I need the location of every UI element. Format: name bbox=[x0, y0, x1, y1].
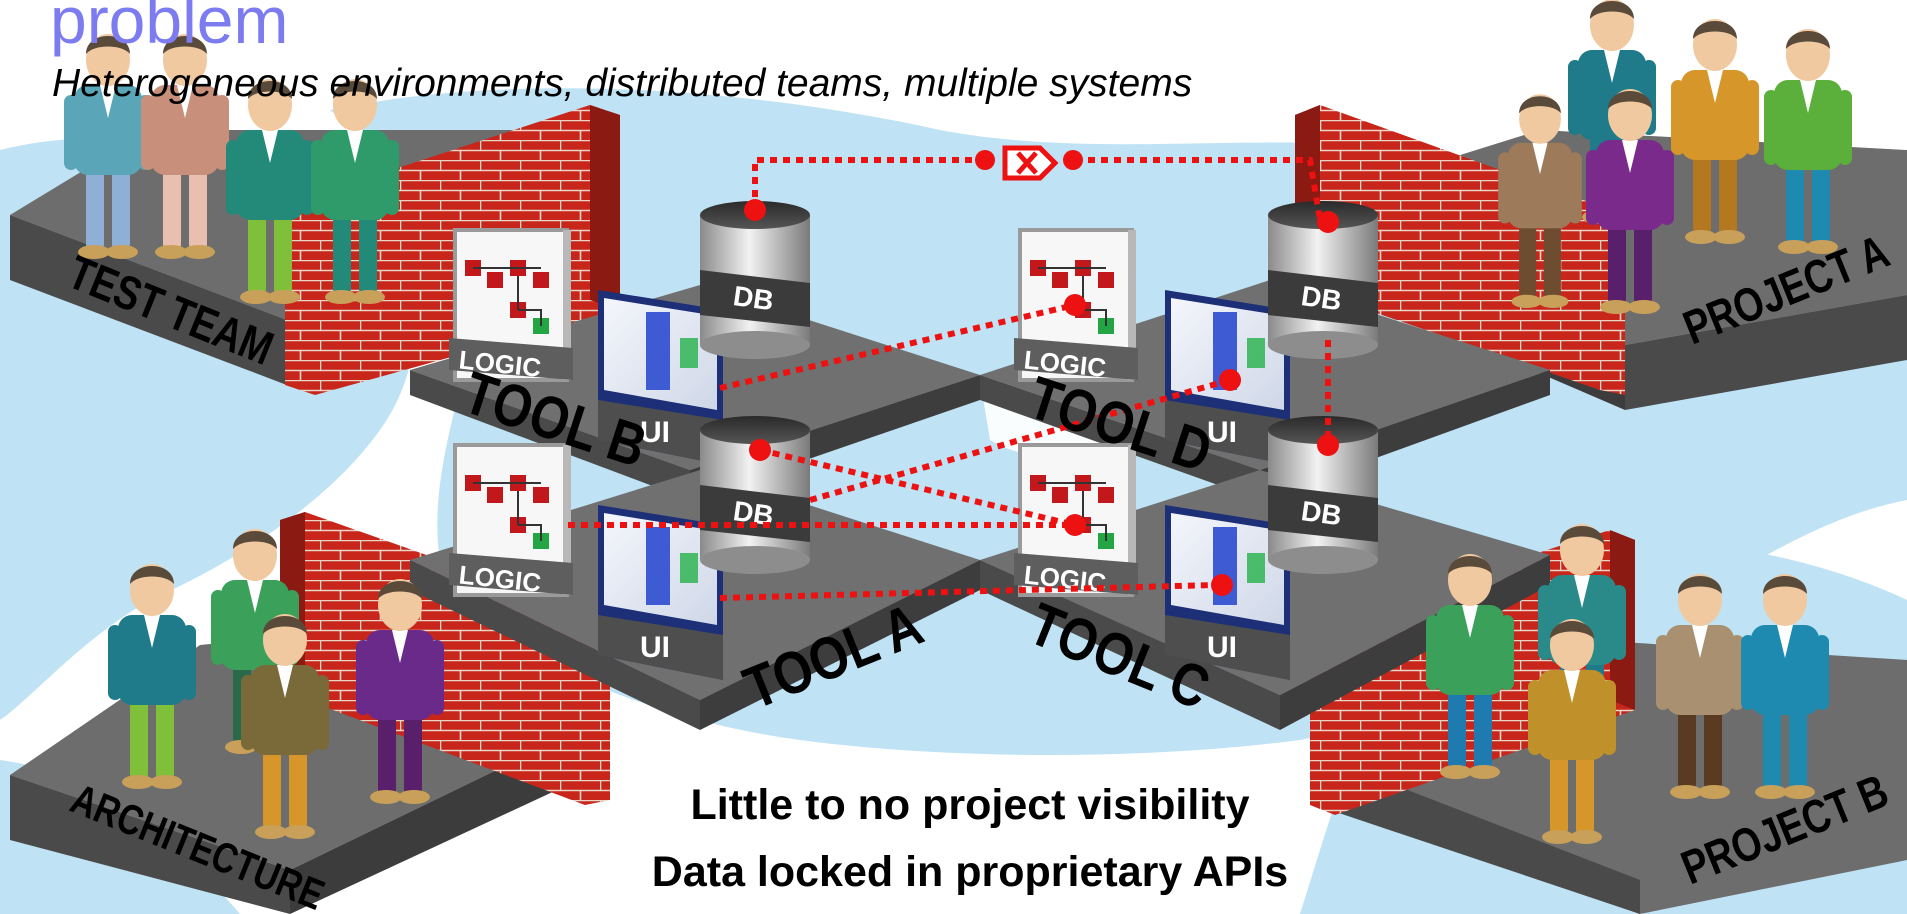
person-figure bbox=[108, 564, 196, 789]
page-subtitle: Heterogeneous environments, distributed … bbox=[52, 62, 1193, 105]
db-cylinder: DB bbox=[1268, 201, 1378, 359]
tool-a-components: LOGIC UI DB bbox=[449, 416, 810, 680]
person-figure bbox=[1741, 574, 1829, 799]
team-platform-project-a bbox=[1295, 105, 1907, 410]
ui-screen: UI bbox=[598, 290, 723, 465]
person-figure bbox=[1498, 94, 1582, 309]
db-cylinder: DB bbox=[700, 416, 810, 574]
person-figure bbox=[1656, 574, 1744, 799]
person-figure bbox=[1671, 19, 1759, 244]
ui-label: UI bbox=[640, 631, 670, 664]
broken-link-icon bbox=[1002, 145, 1059, 181]
db-label: DB bbox=[731, 280, 775, 316]
person-figure bbox=[1764, 29, 1852, 254]
ui-label: UI bbox=[1207, 416, 1237, 449]
brick-wall bbox=[1295, 105, 1625, 395]
person-figure bbox=[141, 34, 229, 259]
db-label: DB bbox=[1299, 495, 1343, 531]
logic-board: LOGIC bbox=[449, 228, 573, 383]
person-figure bbox=[311, 79, 399, 304]
person-figure bbox=[226, 79, 314, 304]
person-figure bbox=[1528, 619, 1616, 844]
person-figure bbox=[1426, 554, 1514, 779]
person-figure bbox=[241, 614, 329, 839]
ui-label: UI bbox=[640, 416, 670, 449]
caption-locked-data: Data locked in proprietary APIs bbox=[651, 848, 1289, 896]
connector-nodes bbox=[744, 150, 1339, 596]
brick-wall bbox=[280, 512, 610, 805]
ui-screen: UI bbox=[598, 505, 723, 680]
db-cylinder: DB bbox=[700, 201, 810, 359]
page-title: problem bbox=[50, 0, 289, 57]
ui-label: UI bbox=[1207, 631, 1237, 664]
ui-screen: UI bbox=[1165, 505, 1290, 680]
logic-board: LOGIC bbox=[449, 443, 573, 598]
person-figure bbox=[356, 579, 444, 804]
db-label: DB bbox=[1299, 280, 1343, 316]
caption-visibility: Little to no project visibility bbox=[690, 781, 1250, 829]
person-figure bbox=[1586, 89, 1674, 314]
